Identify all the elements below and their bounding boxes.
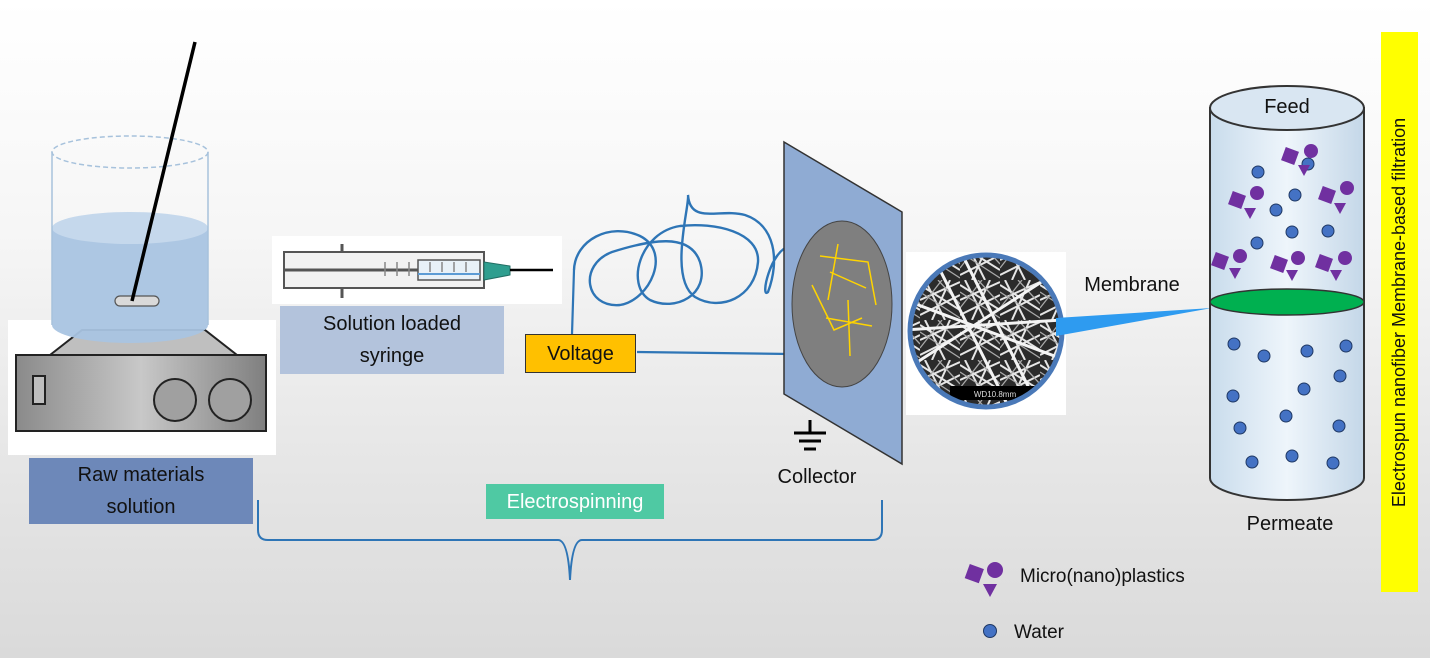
collector-label: Collector [778,466,857,488]
legend-water-icon [983,624,997,638]
collector-plate [783,140,903,466]
legend-microplastics-label: Micro(nano)plastics [1020,566,1185,587]
voltage-wires [570,269,791,356]
membrane-label: Membrane [1084,274,1180,296]
electrospinning-label: Electrospinning [486,484,664,519]
sem-image-icon: WD10.8mm [906,252,1066,415]
beaker-icon [51,41,209,343]
filter-column-icon [1209,85,1365,501]
ground-icon [794,420,826,451]
membrane-pointer [1056,308,1212,336]
voltage-label: Voltage [525,334,636,373]
syringe-icon [272,236,562,304]
legend-microplastics-icon [964,562,1003,597]
legend-water-label: Water [1014,622,1065,643]
syringe-text: Solution loaded syringe [323,313,461,367]
side-title-text: Electrospun nanofiber Membrane-based fil… [1389,117,1409,507]
feed-label: Feed [1264,96,1310,118]
electrospinning-bracket [257,500,883,581]
sem-scale-text: WD10.8mm [974,390,1017,399]
side-title-bar: Electrospun nanofiber Membrane-based fil… [1381,32,1418,592]
raw-materials-text: Raw materials solution [77,464,205,518]
fiber-jet [572,194,791,307]
permeate-label: Permeate [1247,513,1334,535]
raw-materials-label: Raw materials solution [29,458,253,524]
syringe-label: Solution loaded syringe [280,306,504,374]
